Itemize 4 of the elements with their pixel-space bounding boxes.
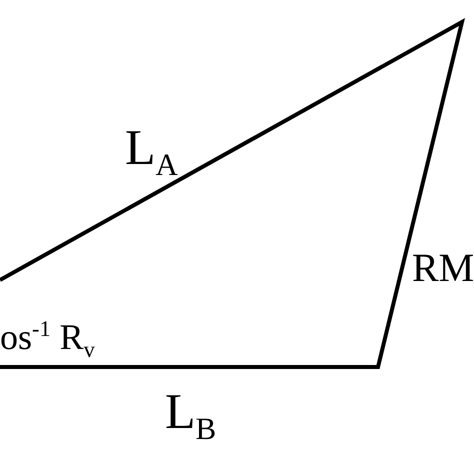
- side-label: L$_{B}$: [165, 386, 216, 444]
- side-label: RM: [412, 248, 474, 288]
- side-label: L$_{A}$: [125, 122, 178, 180]
- angle-label: os$^{-1}$ R$_{v}$: [0, 318, 95, 362]
